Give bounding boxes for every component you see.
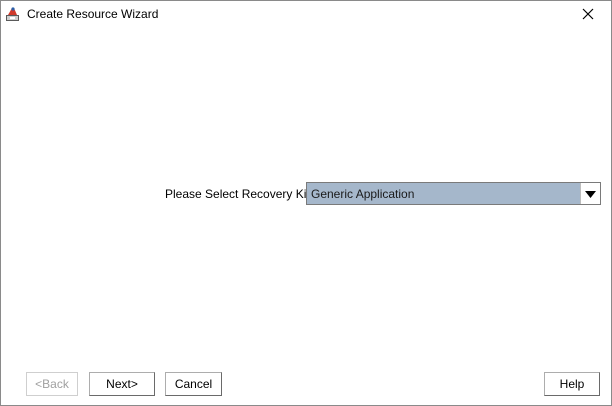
wizard-app-icon xyxy=(5,6,21,22)
dropdown-arrow-button[interactable] xyxy=(580,183,600,204)
wizard-content: Please Select Recovery Kit Generic Appli… xyxy=(1,29,611,405)
close-button[interactable] xyxy=(565,1,611,29)
title-bar: Create Resource Wizard xyxy=(1,1,611,29)
chevron-down-icon xyxy=(585,187,596,201)
next-button[interactable]: Next> xyxy=(89,372,155,396)
close-icon xyxy=(582,8,594,23)
cancel-button[interactable]: Cancel xyxy=(165,372,222,396)
back-button[interactable]: <Back xyxy=(26,372,78,396)
recovery-kit-dropdown[interactable]: Generic Application xyxy=(306,182,601,205)
recovery-kit-selected-value: Generic Application xyxy=(311,187,415,201)
help-button[interactable]: Help xyxy=(544,372,600,396)
recovery-kit-label: Please Select Recovery Kit xyxy=(165,187,310,201)
window-title: Create Resource Wizard xyxy=(27,7,159,21)
